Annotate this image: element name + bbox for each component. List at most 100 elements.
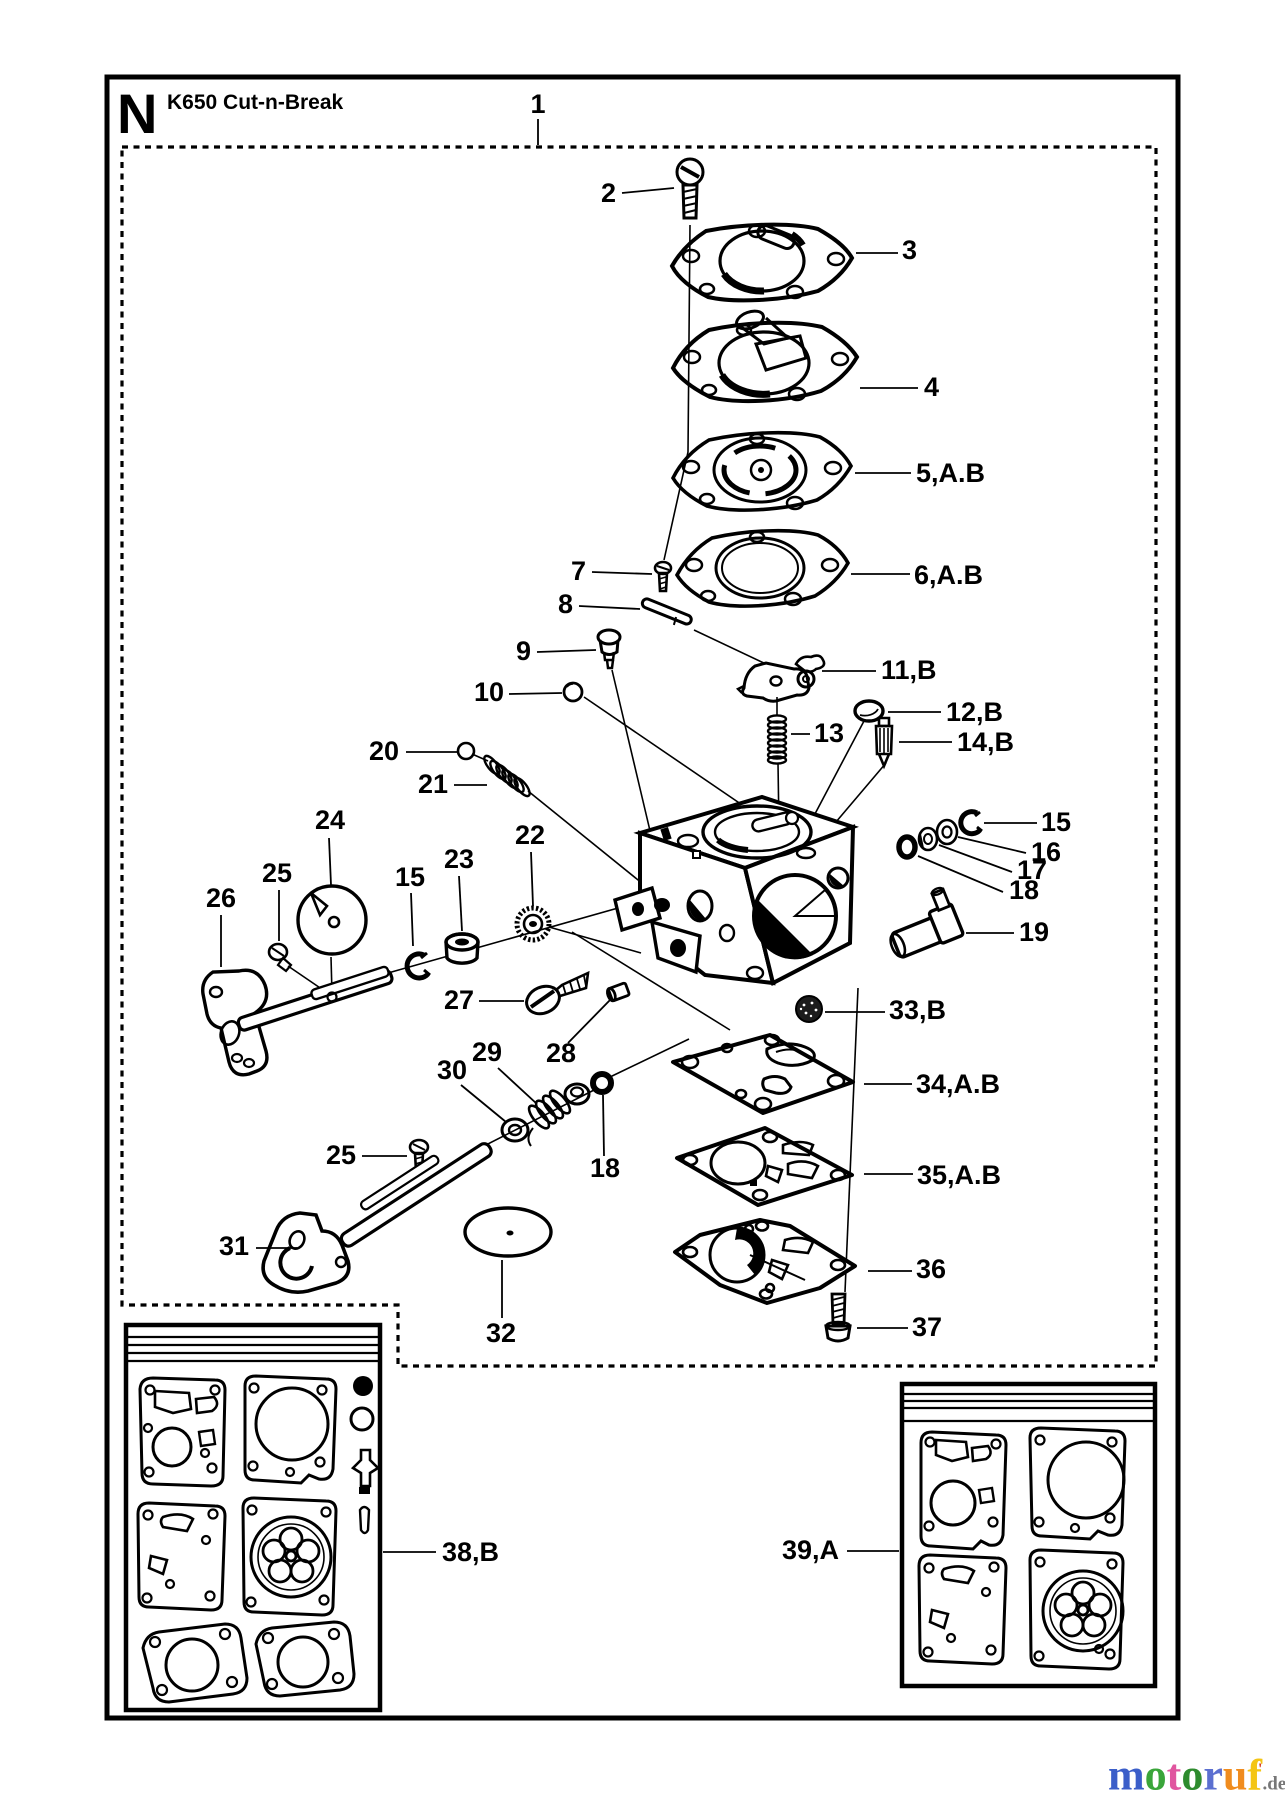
callout-7: 7 <box>571 556 586 586</box>
logo-letter: u <box>1222 1750 1248 1800</box>
part-18-oring-lower <box>590 1071 614 1095</box>
part-15-eclip-left <box>404 951 431 981</box>
callout-5-A-B: 5,A.B <box>916 458 985 488</box>
part-7-screw <box>653 560 673 593</box>
part-13-spring <box>766 714 788 765</box>
part-20-ball <box>456 741 476 761</box>
axis-lines <box>287 224 887 1293</box>
part-23-bushing <box>444 932 480 965</box>
callout-18: 18 <box>590 1153 620 1183</box>
part-3-pump-cover <box>669 222 855 303</box>
kit38-gasket-3 <box>136 1501 227 1612</box>
part-33-screen <box>795 995 823 1023</box>
callout-29: 29 <box>472 1037 502 1067</box>
part-28-plug <box>606 981 631 1003</box>
logo-letter: r <box>1203 1750 1223 1800</box>
kit38-pin <box>358 1505 371 1535</box>
callout-4: 4 <box>924 372 939 402</box>
callout-26: 26 <box>206 883 236 913</box>
part-34-metering-diaphragm <box>671 1033 855 1115</box>
part-22-knurled-nut <box>514 905 552 943</box>
kit38-needle <box>350 1448 381 1488</box>
callout-14-B: 14,B <box>957 727 1014 757</box>
callout-35-A-B: 35,A.B <box>917 1160 1001 1190</box>
kit38-gasket-1 <box>138 1376 227 1488</box>
callout-11-B: 11,B <box>881 655 937 685</box>
part-36-pump-plate <box>673 1218 857 1305</box>
callout-15: 15 <box>1041 807 1071 837</box>
callout-23: 23 <box>444 844 474 874</box>
dashed-assembly-box <box>120 145 1158 1368</box>
callout-27: 27 <box>444 985 474 1015</box>
logo-letter: f <box>1247 1750 1262 1800</box>
part-19-fuel-fitting <box>889 886 965 959</box>
callout-2: 2 <box>601 178 616 208</box>
part-2-screw <box>675 157 705 220</box>
kit39-gasket-2 <box>1028 1426 1127 1541</box>
part-30-washer <box>500 1117 530 1143</box>
callout-25: 25 <box>326 1140 356 1170</box>
kit39-gasket-1 <box>919 1430 1008 1551</box>
part-8-pivot-pin <box>640 597 693 626</box>
callout-13: 13 <box>814 718 844 748</box>
motoruf-wordmark: motoruf <box>1108 1751 1262 1800</box>
part-9-valve <box>596 628 622 670</box>
part-32-choke-plate <box>463 1206 553 1258</box>
callout-20: 20 <box>369 736 399 766</box>
part-24-throttle-plate <box>296 884 368 956</box>
part-throttle-shaft <box>236 965 394 1032</box>
kit38-dot <box>353 1376 373 1396</box>
part-18-oring-right <box>896 834 918 860</box>
part-11-metering-lever <box>735 654 826 703</box>
callout-9: 9 <box>516 636 531 666</box>
callout-3: 3 <box>902 235 917 265</box>
part-27-idle-screw <box>525 970 590 1016</box>
part-carburetor-body <box>612 794 859 986</box>
callout-28: 28 <box>546 1038 576 1068</box>
callout-31: 31 <box>219 1231 249 1261</box>
logo-letter: m <box>1108 1750 1145 1800</box>
callout-25: 25 <box>262 858 292 888</box>
logo-tld: .de <box>1262 1773 1285 1795</box>
part-choke-shaft <box>339 1142 493 1248</box>
callout-33-B: 33,B <box>889 995 946 1025</box>
part-14-inlet-needle <box>874 716 894 770</box>
callout-21: 21 <box>418 769 448 799</box>
logo-letter: o <box>1181 1750 1204 1800</box>
callout-34-A-B: 34,A.B <box>916 1069 1000 1099</box>
kit38-gasket-5 <box>141 1622 249 1704</box>
callout-19: 19 <box>1019 917 1049 947</box>
part-26-throttle-lever <box>201 968 269 1077</box>
callout-10: 10 <box>474 677 504 707</box>
part-29-spring <box>527 1089 572 1147</box>
callout-37: 37 <box>912 1312 942 1342</box>
callout-39-A: 39,A <box>782 1535 839 1565</box>
kit38-gasket-2 <box>243 1374 338 1485</box>
part-25-screw-upper <box>267 942 293 973</box>
callout-32: 32 <box>486 1318 516 1348</box>
part-10-ball <box>562 681 584 703</box>
callout-17: 17 <box>1017 855 1047 885</box>
callout-16: 16 <box>1031 837 1061 867</box>
part-4-pump-body <box>670 309 860 404</box>
callout-15: 15 <box>395 862 425 892</box>
part-31-choke-lever <box>261 1211 351 1294</box>
leader-lines <box>220 119 1037 1553</box>
callout-18: 18 <box>1009 875 1039 905</box>
kit38-gasket-6 <box>254 1620 356 1698</box>
part-17-washer <box>917 826 939 852</box>
callout-36: 36 <box>916 1254 946 1284</box>
part-15-eclip-right <box>958 809 983 837</box>
logo-tick: ' <box>1257 1761 1263 1778</box>
kit38-diaphragm <box>241 1496 338 1617</box>
callout-12-B: 12,B <box>946 697 1003 727</box>
page-frame <box>104 74 1181 1721</box>
kit39-gasket-3 <box>917 1553 1008 1666</box>
part-21-spring <box>483 754 531 798</box>
motoruf-logo: motoruf'.de <box>1108 1748 1285 1807</box>
part-6-gasket <box>674 528 851 608</box>
callout-8: 8 <box>558 589 573 619</box>
